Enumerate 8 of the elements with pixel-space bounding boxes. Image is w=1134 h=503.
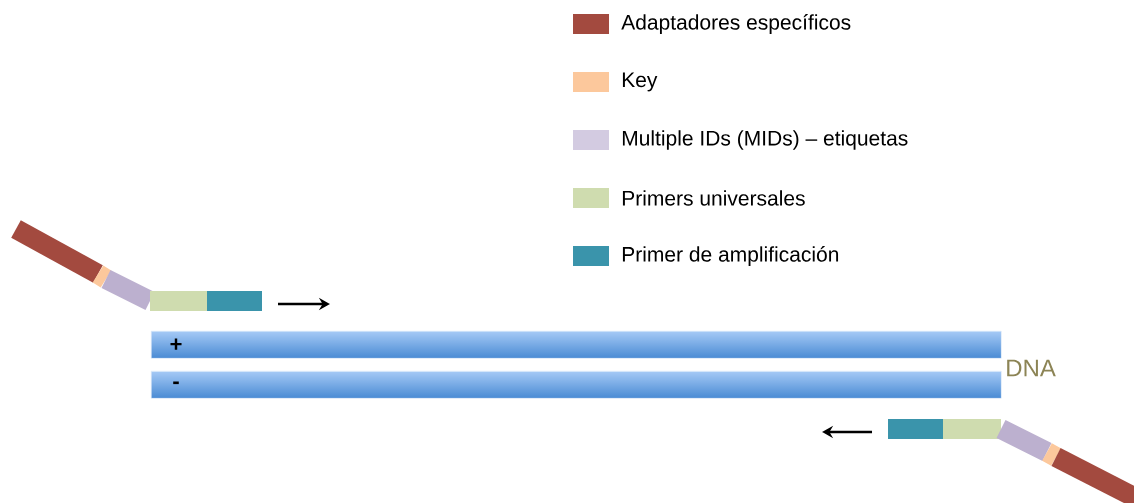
dna-label: DNA bbox=[1007, 359, 1056, 377]
legend-text: Key bbox=[622, 72, 658, 92]
dna-strand-bar: - bbox=[151, 371, 1002, 399]
legend-text: Primers universales bbox=[622, 190, 805, 206]
legend-text: Multiple IDs (MIDs) – etiquetas bbox=[622, 130, 908, 150]
legend-text: Primer de amplificación bbox=[622, 246, 839, 266]
dna-strand-bar: + bbox=[151, 331, 1002, 359]
legend-text: Adaptadores específicos bbox=[621, 14, 851, 34]
